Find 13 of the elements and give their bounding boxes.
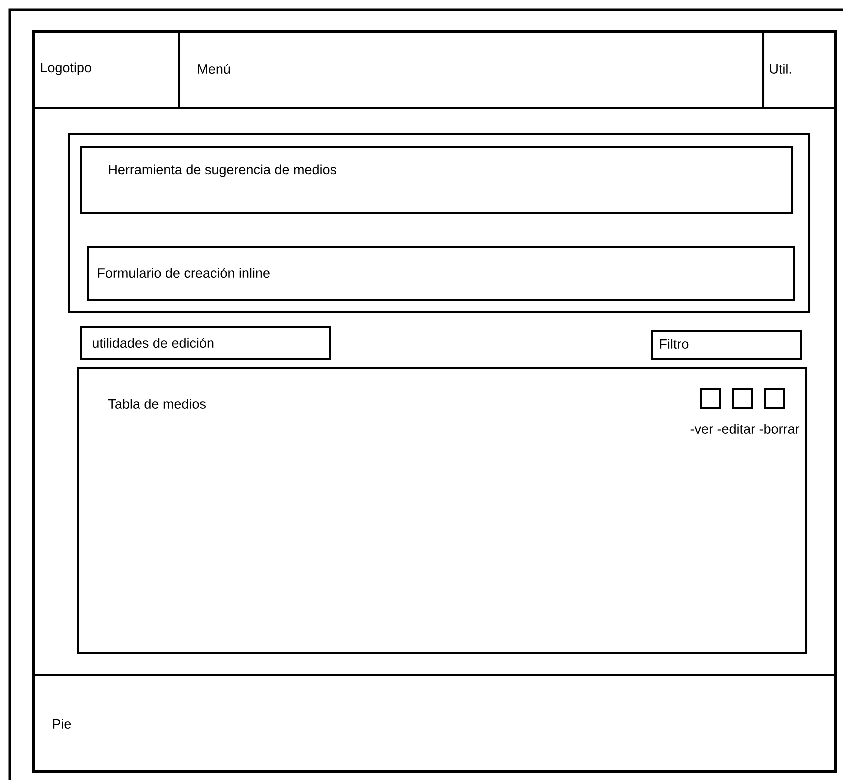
tool-box: Herramienta de sugerencia de medios <box>80 146 794 214</box>
action-labels: -ver -editar -borrar <box>690 424 800 434</box>
checkbox <box>764 388 786 410</box>
header-cell: Logotipo <box>32 30 180 110</box>
edit-tools-box: utilidades de edición <box>80 326 332 360</box>
footer-box: Pie <box>32 674 836 772</box>
checkbox <box>700 388 722 410</box>
filter-field: Filtro <box>651 330 802 360</box>
form-box: Formulario de creación inline <box>87 246 796 302</box>
header-cell: Util. <box>762 30 836 110</box>
checkbox <box>732 388 754 410</box>
panel-box <box>68 133 810 314</box>
menu-bar: Menú <box>178 30 764 110</box>
